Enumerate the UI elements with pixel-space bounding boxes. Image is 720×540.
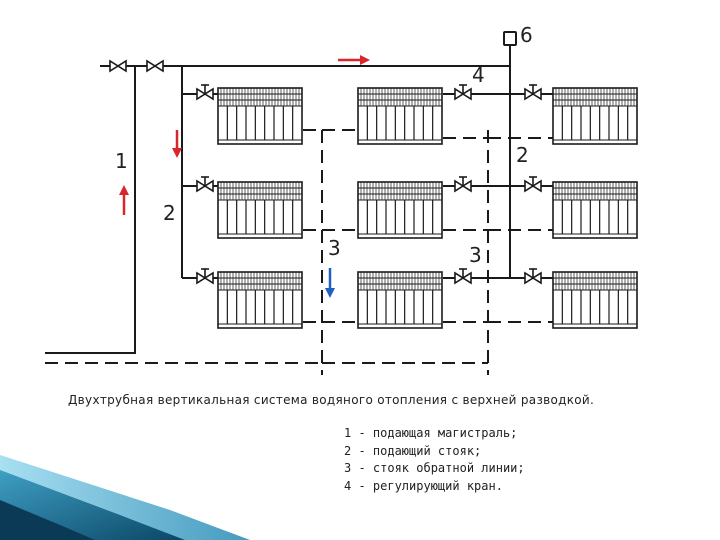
- radiator: [552, 87, 638, 145]
- label-main-supply: 1: [115, 149, 128, 173]
- radiator: [217, 87, 303, 145]
- radiator: [552, 271, 638, 329]
- valve-icon: [109, 59, 127, 73]
- label-air-vent: 6: [520, 23, 533, 47]
- label-riser-right: 2: [516, 143, 529, 167]
- radiator: [357, 181, 443, 239]
- valve-icon: [196, 176, 214, 193]
- flow-arrow-main-up: [119, 185, 129, 215]
- radiator: [552, 181, 638, 239]
- legend: 1 - подающая магистраль; 2 - подающий ст…: [344, 425, 525, 495]
- radiators: [217, 87, 638, 329]
- label-return-center: 3: [328, 236, 341, 260]
- radiator: [217, 271, 303, 329]
- valve-icon: [524, 84, 542, 101]
- legend-item: 1 - подающая магистраль;: [344, 426, 518, 440]
- legend-item: 3 - стояк обратной линии;: [344, 461, 525, 475]
- legend-item: 2 - подающий стояк;: [344, 443, 482, 458]
- flow-arrow-return-down: [325, 268, 335, 298]
- valve-icon: [146, 59, 164, 73]
- flow-arrow-top: [338, 55, 370, 65]
- radiator: [357, 271, 443, 329]
- valve-icon: [524, 176, 542, 193]
- valve-icon: [454, 268, 472, 285]
- radiator: [357, 87, 443, 145]
- main-supply-pipe: [45, 65, 136, 354]
- valves: [109, 59, 542, 285]
- figure-caption: Двухтрубная вертикальная система водяног…: [68, 393, 595, 407]
- valve-icon: [524, 268, 542, 285]
- corner-decoration: [0, 455, 250, 540]
- valve-icon: [454, 84, 472, 101]
- valve-icon: [454, 176, 472, 193]
- radiator: [217, 181, 303, 239]
- legend-item: 4 - регулирующий кран.: [344, 478, 503, 493]
- top-supply-line: [135, 45, 511, 67]
- label-valve: 4: [472, 63, 485, 87]
- valve-icon: [196, 268, 214, 285]
- air-vent: [503, 31, 517, 46]
- flow-arrow-riser-down: [172, 130, 182, 158]
- valve-icon: [196, 84, 214, 101]
- label-return-right: 3: [469, 243, 482, 267]
- label-riser-left: 2: [163, 201, 176, 225]
